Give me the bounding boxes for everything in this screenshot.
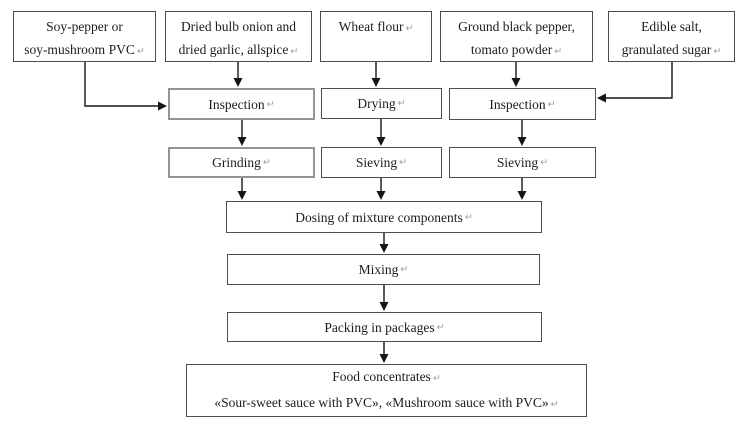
arrow-salt-to-inspection2 [597, 62, 673, 103]
node-packing: Packing in packages↵ [227, 312, 542, 342]
node-line: Ground black pepper, [441, 15, 592, 38]
arrow-onion-to-inspection1 [233, 62, 243, 87]
node-line: tomato powder↵ [441, 38, 592, 63]
arrow-inspection1-to-grinding [237, 120, 247, 146]
return-mark: ↵ [432, 372, 441, 384]
node-text: dried garlic, allspice [178, 42, 289, 57]
node-text: Dried bulb onion and [180, 19, 297, 34]
node-line: granulated sugar↵ [609, 38, 734, 63]
node-text: Sieving [496, 155, 539, 170]
arrow-inspection2-to-sieving2 [517, 120, 527, 146]
node-text: soy-mushroom PVC [24, 42, 135, 57]
arrow-pepper-to-inspection2 [511, 62, 521, 87]
node-text: Ground black pepper, [458, 19, 575, 34]
return-mark: ↵ [464, 211, 473, 223]
node-line: Wheat flour↵ [321, 15, 431, 40]
return-mark: ↵ [262, 157, 271, 168]
node-text: Food concentrates [332, 368, 431, 384]
arrow-wheat-to-drying [371, 62, 381, 87]
node-inspection-left: Inspection↵ [168, 88, 315, 120]
node-line: soy-mushroom PVC↵ [14, 38, 155, 63]
node-black-pepper-tomato: Ground black pepper, tomato powder↵ [440, 11, 593, 62]
return-mark: ↵ [397, 98, 406, 109]
return-mark: ↵ [399, 157, 408, 168]
node-text: Dosing of mixture components [295, 209, 463, 225]
node-mixing: Mixing↵ [227, 254, 540, 285]
node-inspection-right: Inspection↵ [449, 88, 596, 120]
node-line: dried garlic, allspice↵ [166, 38, 311, 63]
node-text: Drying [357, 96, 396, 111]
arrow-drying-to-sieving1 [376, 119, 386, 146]
return-mark: ↵ [290, 46, 299, 57]
arrow-grinding-to-dosing [237, 178, 247, 200]
node-sieving-right: Sieving↵ [449, 147, 596, 178]
node-grinding: Grinding↵ [168, 147, 315, 178]
arrow-dosing-to-mixing [379, 233, 389, 253]
node-line: Dried bulb onion and [166, 15, 311, 38]
return-mark: ↵ [266, 98, 275, 110]
node-soy-pepper-pvc: Soy-pepper or soy-mushroom PVC↵ [13, 11, 156, 62]
node-text: Packing in packages [324, 319, 435, 335]
node-wheat-flour: Wheat flour↵ [320, 11, 432, 62]
arrow-mixing-to-packing [379, 285, 389, 311]
node-salt-sugar: Edible salt, granulated sugar↵ [608, 11, 735, 62]
return-mark: ↵ [547, 98, 556, 110]
return-mark: ↵ [540, 157, 549, 168]
arrow-sieving2-to-dosing [517, 178, 527, 200]
node-text: «Sour-sweet sauce with PVC», «Mushroom s… [214, 394, 549, 410]
return-mark: ↵ [405, 23, 414, 34]
node-sieving-middle: Sieving↵ [321, 147, 442, 178]
node-text: Mixing [358, 262, 399, 277]
return-mark: ↵ [400, 264, 409, 275]
node-text: Edible salt, [641, 19, 702, 34]
arrow-sieving1-to-dosing [376, 178, 386, 200]
return-mark: ↵ [554, 46, 563, 57]
node-dosing: Dosing of mixture components↵ [226, 201, 542, 233]
node-line: Edible salt, [609, 15, 734, 38]
node-line: Food concentrates↵ [332, 365, 441, 391]
node-text: tomato powder [470, 42, 553, 57]
node-food-concentrates: Food concentrates↵ «Sour-sweet sauce wit… [186, 364, 587, 417]
node-text: Soy-pepper or [46, 19, 123, 34]
node-drying: Drying↵ [321, 88, 442, 119]
node-text: Wheat flour [338, 19, 404, 34]
arrow-packing-to-food [379, 342, 389, 363]
node-text: granulated sugar [621, 42, 712, 57]
node-line: Soy-pepper or [14, 15, 155, 38]
return-mark: ↵ [136, 46, 145, 57]
return-mark: ↵ [713, 46, 722, 57]
node-text: Grinding [212, 155, 261, 170]
node-dried-onion-garlic: Dried bulb onion and dried garlic, allsp… [165, 11, 312, 62]
return-mark: ↵ [550, 398, 559, 410]
return-mark: ↵ [436, 321, 445, 333]
node-text: Inspection [208, 96, 265, 112]
arrow-soy-to-inspection1 [84, 62, 167, 111]
node-text: Sieving [355, 155, 398, 170]
node-text: Inspection [489, 96, 546, 112]
node-line: «Sour-sweet sauce with PVC», «Mushroom s… [214, 391, 558, 417]
